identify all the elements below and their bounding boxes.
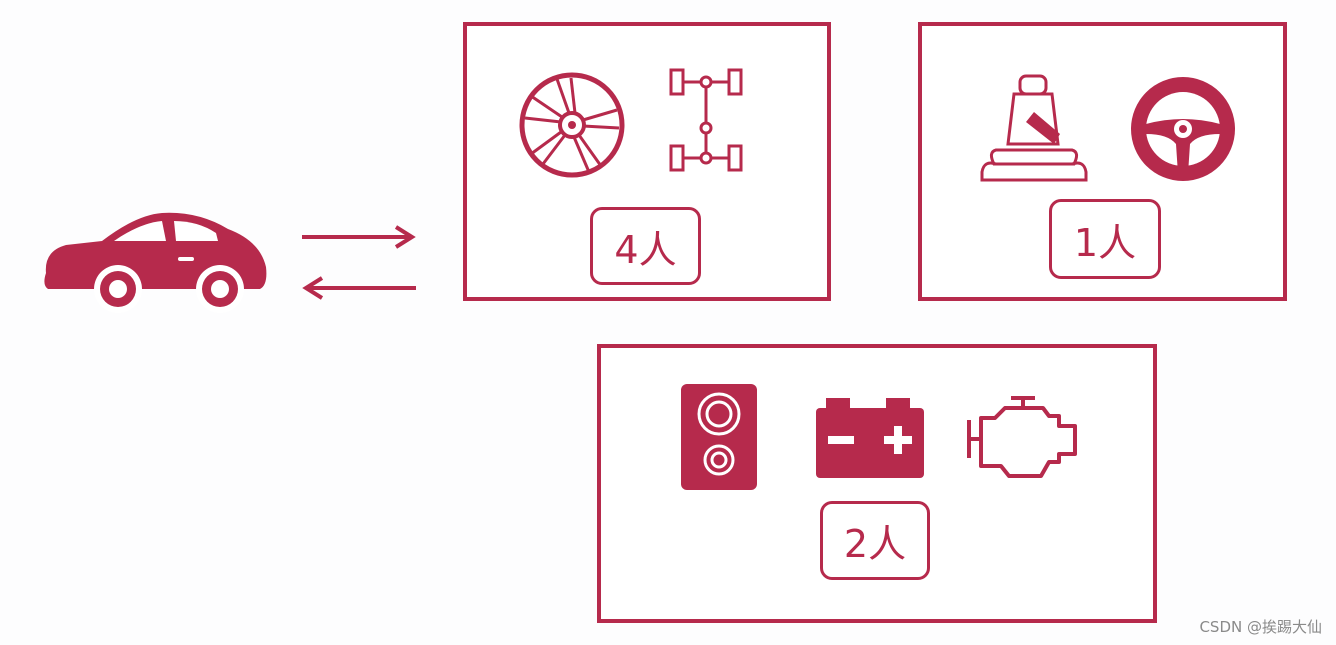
car-seat-icon xyxy=(980,74,1088,182)
battery-icon xyxy=(816,398,924,478)
steering-wheel-icon xyxy=(1131,77,1235,181)
group-box-wheels: 4人 xyxy=(463,22,831,301)
staff-badge: 1人 xyxy=(1049,199,1161,279)
watermark: CSDN @挨踢大仙 xyxy=(1199,618,1322,636)
staff-badge: 2人 xyxy=(820,501,930,580)
engine-icon xyxy=(967,396,1077,478)
group-box-interior: 1人 xyxy=(918,22,1287,301)
speaker-icon xyxy=(681,384,757,490)
staff-badge: 4人 xyxy=(590,207,701,285)
arrow-left-icon xyxy=(302,276,416,300)
group-box-electrical: 2人 xyxy=(597,344,1157,623)
wheel-icon xyxy=(519,72,625,178)
arrow-right-icon xyxy=(302,225,416,249)
chassis-axle-icon xyxy=(669,68,743,172)
car-icon xyxy=(44,212,267,313)
